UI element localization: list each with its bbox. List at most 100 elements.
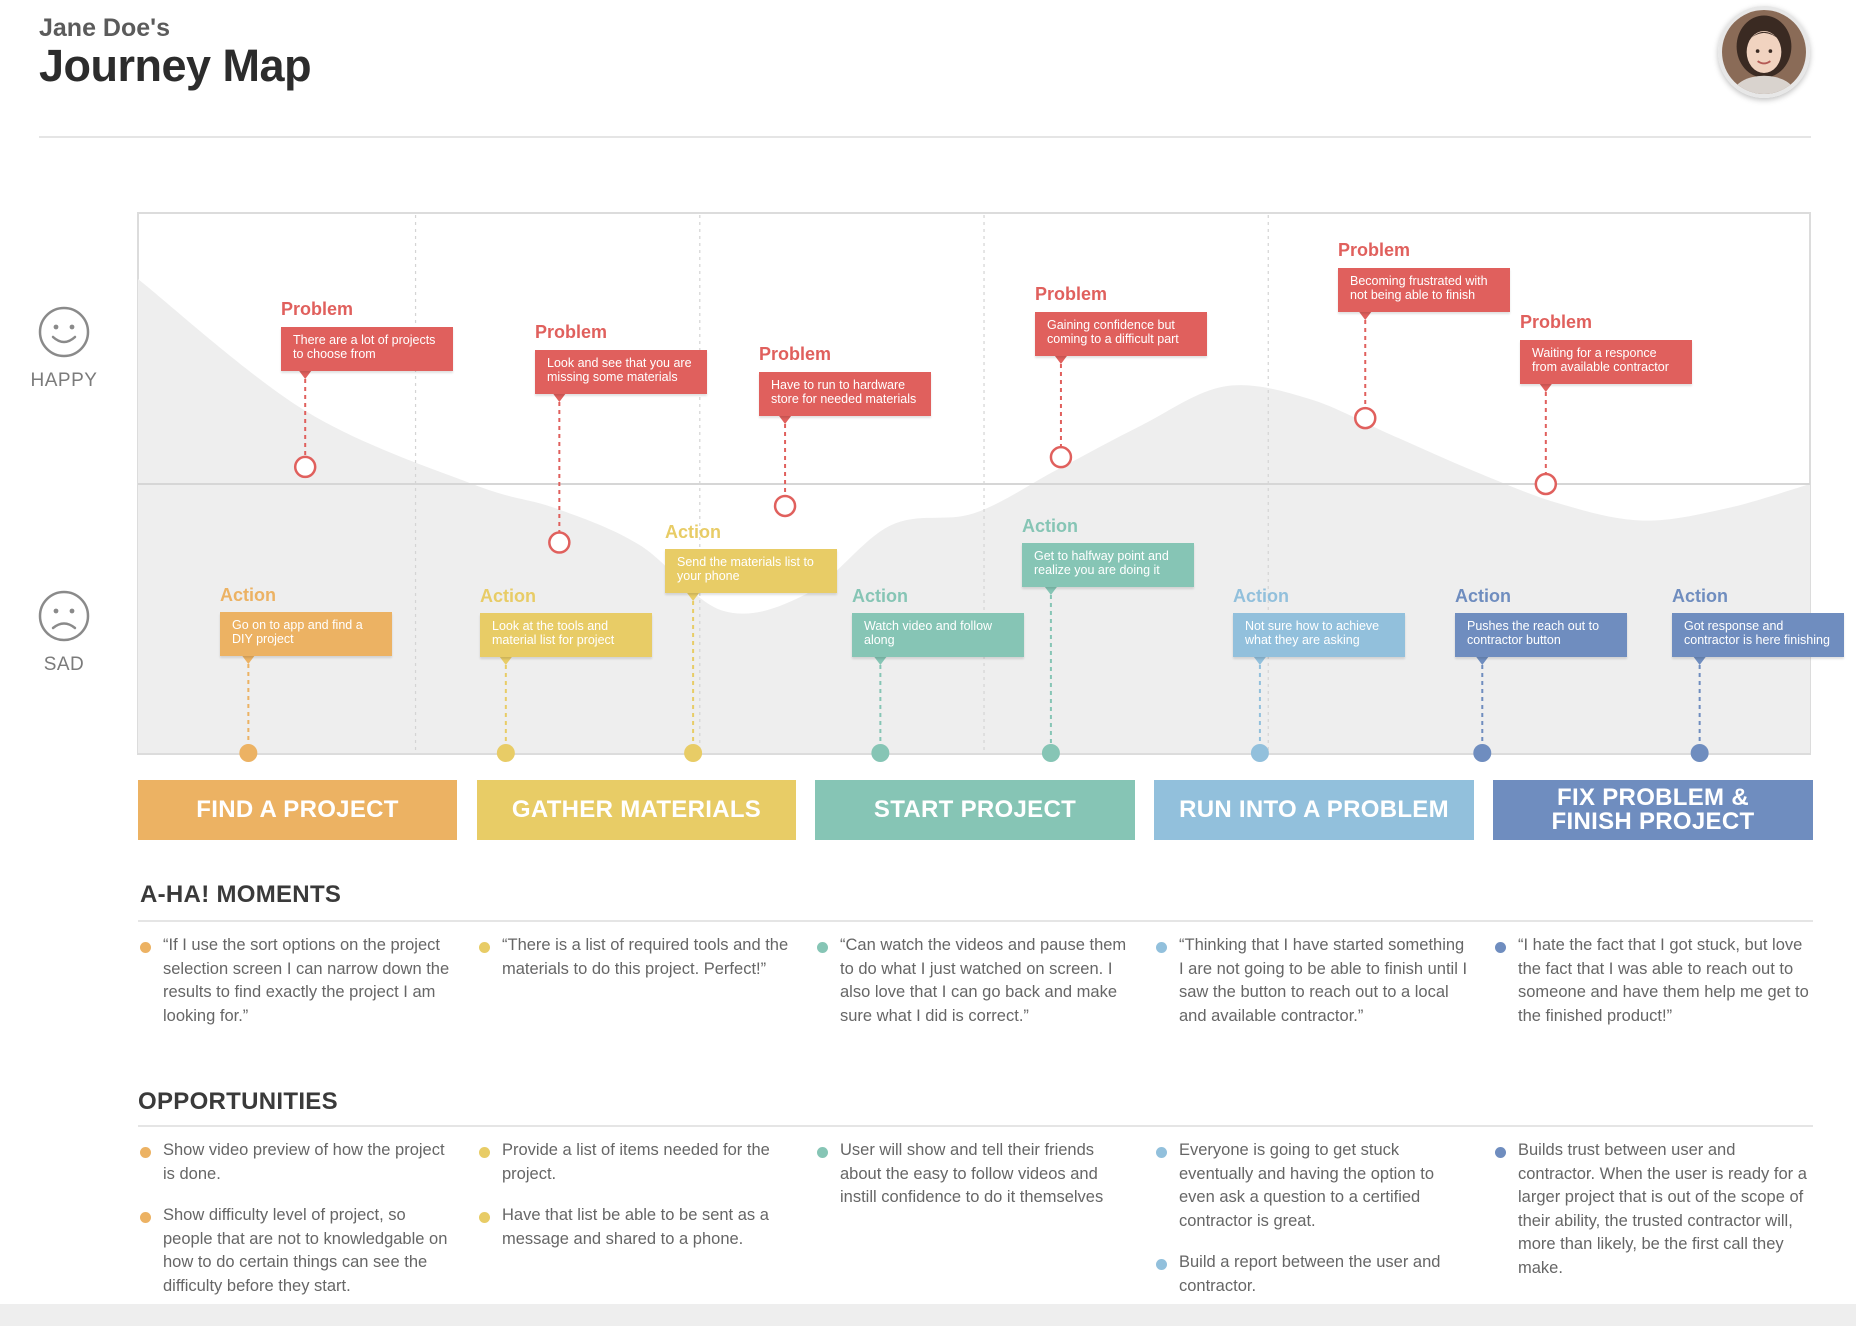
problem-text: Waiting for a responce from available co… — [1520, 340, 1692, 384]
phase-start-project: START PROJECT — [815, 780, 1135, 840]
aha-column-start: “Can watch the videos and pause them to … — [815, 934, 1133, 1046]
aha-item: “Thinking that I have started something … — [1154, 934, 1472, 1028]
bullet-dot-icon — [479, 1212, 490, 1223]
problem-text: Gaining confidence but coming to a diffi… — [1035, 312, 1207, 356]
action-marker-2 — [496, 744, 515, 762]
bullet-dot-icon — [817, 1147, 828, 1158]
opportunity-item: Have that list be able to be sent as a m… — [477, 1204, 795, 1251]
problem-title: Problem — [281, 299, 354, 319]
aha-text: “If I use the sort options on the projec… — [163, 936, 450, 1025]
opportunities-divider — [138, 1125, 1813, 1127]
opportunity-column-fix: Builds trust between user and contractor… — [1493, 1139, 1811, 1298]
problem-text: There are a lot of projects to choose fr… — [281, 327, 453, 371]
bottom-edge — [0, 1304, 1856, 1326]
problem-pointer-4 — [1054, 356, 1067, 364]
problem-pointer-2 — [553, 394, 566, 402]
action-marker-3 — [684, 744, 703, 762]
bullet-dot-icon — [140, 1147, 151, 1158]
problem-title: Problem — [1035, 284, 1108, 304]
action-text: Pushes the reach out to contractor butto… — [1455, 613, 1627, 657]
aha-item: “If I use the sort options on the projec… — [138, 934, 456, 1028]
action-title: Action — [220, 585, 276, 605]
problem-title: Problem — [535, 322, 608, 342]
aha-divider — [138, 920, 1813, 922]
aha-item: “Can watch the videos and pause them to … — [815, 934, 1133, 1028]
header-divider — [39, 136, 1811, 138]
avatar — [1718, 6, 1810, 98]
bullet-dot-icon — [1156, 942, 1167, 953]
aha-item: “I hate the fact that I got stuck, but l… — [1493, 934, 1811, 1028]
action-marker-7 — [1473, 744, 1492, 762]
action-title: Action — [1455, 586, 1511, 606]
action-text: Watch video and follow along — [852, 613, 1024, 657]
action-title: Action — [665, 522, 721, 542]
action-title: Action — [1233, 586, 1289, 606]
problem-title: Problem — [1520, 312, 1593, 332]
action-title: Action — [852, 586, 908, 606]
bullet-dot-icon — [479, 1147, 490, 1158]
problem-marker-4 — [1049, 445, 1073, 469]
opportunity-text: User will show and tell their friends ab… — [840, 1141, 1104, 1206]
aha-moments-title: A-HA! MOMENTS — [140, 881, 342, 908]
bullet-dot-icon — [817, 942, 828, 953]
bullet-dot-icon — [1495, 1147, 1506, 1158]
sad-label: SAD — [43, 654, 85, 675]
action-text: Look at the tools and material list for … — [480, 613, 652, 657]
action-text: Get to halfway point and realize you are… — [1022, 543, 1194, 587]
action-marker-8 — [1690, 744, 1709, 762]
avatar-portrait-icon — [1722, 10, 1806, 94]
bullet-dot-icon — [1495, 942, 1506, 953]
aha-column-find: “If I use the sort options on the projec… — [138, 934, 456, 1046]
action-marker-5 — [1041, 744, 1060, 762]
action-text: Send the materials list to your phone — [665, 549, 837, 593]
opportunity-item: User will show and tell their friends ab… — [815, 1139, 1133, 1210]
action-title: Action — [1672, 586, 1728, 606]
bullet-dot-icon — [1156, 1147, 1167, 1158]
action-pointer-7 — [1476, 657, 1489, 665]
aha-text: “Thinking that I have started something … — [1179, 936, 1468, 1025]
opportunity-item: Everyone is going to get stuck eventuall… — [1154, 1139, 1472, 1233]
opportunity-text: Build a report between the user and cont… — [1179, 1253, 1441, 1295]
sad-face-icon — [38, 590, 90, 642]
aha-item: “There is a list of required tools and t… — [477, 934, 795, 981]
opportunities-title: OPPORTUNITIES — [138, 1088, 338, 1115]
problem-title: Problem — [1338, 240, 1411, 260]
problem-pointer-1 — [299, 371, 312, 379]
action-pointer-8 — [1693, 657, 1706, 665]
page-title: Journey Map — [39, 40, 312, 91]
phase-fix-problem-finish-project: FIX PROBLEM & FINISH PROJECT — [1493, 780, 1813, 840]
problem-text: Look and see that you are missing some m… — [535, 350, 707, 394]
action-pointer-1 — [242, 656, 255, 664]
opportunity-column-find: Show video preview of how the project is… — [138, 1139, 456, 1316]
action-pointer-5 — [1044, 587, 1057, 595]
problem-pointer-5 — [1359, 312, 1372, 320]
problem-marker-6 — [1534, 472, 1558, 496]
problem-marker-1 — [293, 455, 317, 479]
happy-label: HAPPY — [30, 370, 98, 391]
problem-marker-3 — [773, 494, 797, 518]
opportunity-item: Provide a list of items needed for the p… — [477, 1139, 795, 1186]
problem-pointer-6 — [1539, 384, 1552, 392]
aha-column-run: “Thinking that I have started something … — [1154, 934, 1472, 1046]
action-title: Action — [480, 586, 536, 606]
action-marker-1 — [239, 744, 258, 762]
happy-face-icon — [38, 306, 90, 358]
problem-text: Becoming frustrated with not being able … — [1338, 268, 1510, 312]
opportunity-text: Show video preview of how the project is… — [163, 1141, 445, 1183]
action-text: Go on to app and find a DIY project — [220, 612, 392, 656]
bullet-dot-icon — [1156, 1259, 1167, 1270]
phase-gather-materials: GATHER MATERIALS — [477, 780, 796, 840]
aha-text: “Can watch the videos and pause them to … — [840, 936, 1127, 1025]
opportunity-item: Build a report between the user and cont… — [1154, 1251, 1472, 1298]
opportunity-text: Have that list be able to be sent as a m… — [502, 1206, 769, 1248]
opportunity-text: Show difficulty level of project, so peo… — [163, 1206, 448, 1295]
aha-column-gather: “There is a list of required tools and t… — [477, 934, 795, 999]
problem-title: Problem — [759, 344, 832, 364]
action-pointer-6 — [1253, 657, 1266, 665]
bullet-dot-icon — [479, 942, 490, 953]
opportunity-item: Show difficulty level of project, so peo… — [138, 1204, 456, 1298]
action-pointer-2 — [499, 657, 512, 665]
bullet-dot-icon — [140, 1212, 151, 1223]
opportunity-column-gather: Provide a list of items needed for the p… — [477, 1139, 795, 1269]
action-pointer-3 — [687, 593, 700, 601]
